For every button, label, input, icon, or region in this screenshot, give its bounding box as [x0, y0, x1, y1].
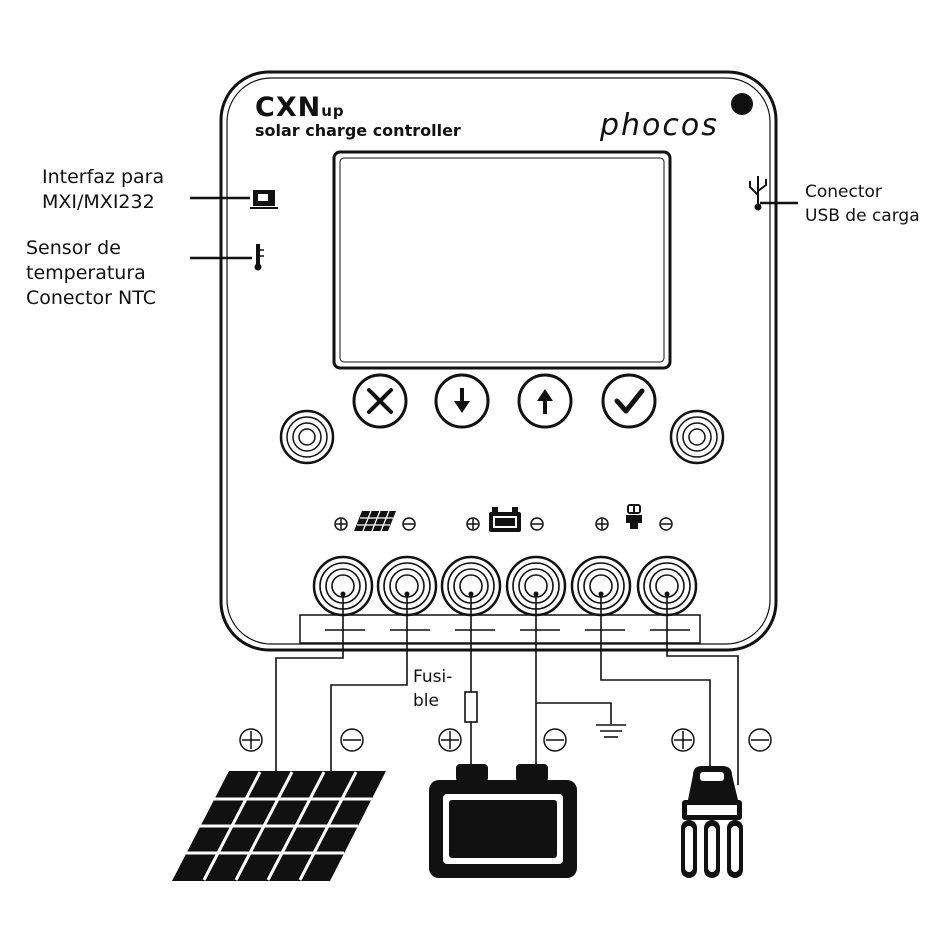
interface-port-icon	[250, 190, 278, 208]
lamp-large-icon	[681, 766, 743, 878]
plus-icon	[335, 518, 347, 530]
temperature-callout-line: Conector NTC	[26, 286, 156, 311]
interface-callout: Interfaz para MXI/MXI232	[42, 165, 164, 215]
fuse-label-line: Fusi-	[413, 665, 452, 689]
minus-icon	[544, 729, 566, 751]
plus-icon	[240, 729, 262, 751]
usb-callout: Conector USB de carga	[805, 180, 920, 228]
plus-icon	[467, 518, 479, 530]
fuse-icon	[465, 692, 477, 722]
interface-callout-line: Interfaz para	[42, 165, 164, 190]
minus-icon	[749, 729, 771, 751]
device-tagline: solar charge controller	[255, 121, 461, 140]
brand-logo: phocos	[600, 108, 719, 143]
lcd-display	[334, 152, 670, 368]
up-button[interactable]	[519, 375, 571, 427]
brand-dot-icon	[731, 93, 753, 115]
device-model-text: CXN	[255, 92, 321, 123]
device-model-suffix: up	[321, 102, 344, 120]
solar-panel-large-icon	[172, 771, 386, 881]
plus-icon	[596, 518, 608, 530]
plus-icon	[439, 729, 461, 751]
interface-callout-line: MXI/MXI232	[42, 190, 164, 215]
fuse-label-line: ble	[413, 689, 452, 713]
confirm-button[interactable]	[603, 375, 655, 427]
usb-callout-line: USB de carga	[805, 204, 920, 228]
down-button[interactable]	[436, 375, 488, 427]
bottom-polarity-symbols	[240, 729, 771, 751]
wire-ground	[536, 703, 611, 724]
temperature-callout: Sensor de temperatura Conector NTC	[26, 236, 156, 311]
fuse-label: Fusi- ble	[413, 665, 452, 713]
device-model: CXNup	[255, 92, 345, 123]
usb-callout-line: Conector	[805, 180, 920, 204]
ground-icon	[596, 725, 626, 737]
close-button[interactable]	[354, 375, 406, 427]
temperature-callout-line: temperatura	[26, 261, 156, 286]
battery-large-icon	[429, 764, 577, 878]
minus-icon	[341, 729, 363, 751]
plus-icon	[672, 729, 694, 751]
temperature-callout-line: Sensor de	[26, 236, 156, 261]
